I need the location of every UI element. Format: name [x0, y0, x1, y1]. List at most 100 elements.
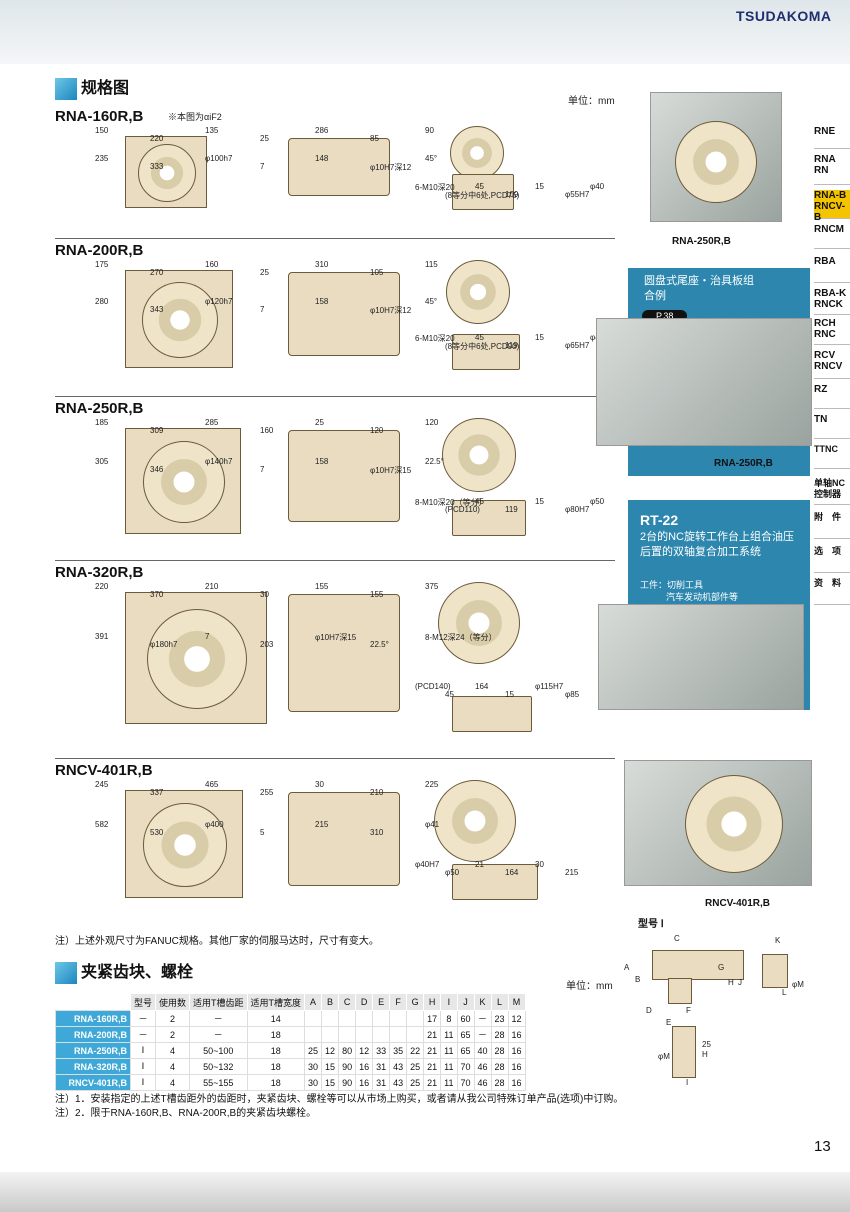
table-cell: RNA-160R,B	[55, 1010, 131, 1027]
front-view	[125, 428, 241, 534]
table-cell: 46	[473, 1074, 492, 1091]
sidebar-item[interactable]: RNCM	[814, 224, 850, 249]
dimension-label: 8-M10深20（等分）	[415, 497, 487, 507]
dimension-label: (8等分中6处,PCD90)	[445, 342, 520, 352]
table-cell: RNA-320R,B	[55, 1058, 131, 1075]
table-cell: 25	[304, 1042, 323, 1059]
section2-icon	[55, 961, 77, 984]
table-cell: 55~155	[189, 1074, 248, 1091]
dimension-label: φ10H7深15	[370, 466, 412, 476]
table-cell: Ⅰ	[129, 1074, 157, 1091]
table-cell: 50~100	[189, 1042, 248, 1059]
sidebar-item[interactable]: RNA-B RNCV-B	[814, 190, 850, 223]
dimension-label: (PCD140)	[415, 682, 451, 691]
clamp-dim-label: E	[666, 1018, 672, 1027]
table-cell: RNA-200R,B	[55, 1026, 131, 1043]
photo-rncv-401	[624, 760, 812, 886]
photo-caption-3: RNCV-401R,B	[705, 898, 771, 909]
sidebar-item[interactable]: TTNC	[814, 444, 850, 469]
sidebar-item[interactable]: 资 料	[814, 578, 850, 605]
sidebar-item[interactable]: RZ	[814, 384, 850, 409]
faceplate-detail	[450, 126, 504, 180]
sidebar-item[interactable]: TN	[814, 414, 850, 439]
sidebar-item[interactable]: RNE	[814, 126, 850, 149]
table-cell: 40	[473, 1042, 492, 1059]
dimension-label: 530	[150, 828, 164, 837]
clamp-dim-label: H	[702, 1050, 708, 1059]
table-cell: 35	[389, 1042, 408, 1059]
dimension-label: φ50	[590, 496, 605, 506]
table-header-cell: G	[406, 993, 425, 1011]
table-header-cell: H	[423, 993, 442, 1011]
table-header-cell: C	[338, 993, 357, 1011]
table-cell: 16	[355, 1074, 374, 1091]
table-cell: 15	[321, 1074, 340, 1091]
table-cell: 16	[507, 1026, 526, 1043]
table-header-cell: F	[389, 993, 408, 1011]
dimension-label: 391	[95, 632, 109, 641]
dimension-label: 175	[95, 260, 109, 269]
note2-1: 注）1．安装指定的上述T槽齿距外的齿距时，夹紧齿块、螺栓等可以从市场上购买，或者…	[55, 1094, 624, 1105]
dimension-label: 7	[260, 162, 265, 171]
sidebar-item[interactable]: RCH RNC	[814, 318, 850, 345]
dimension-label: 375	[425, 582, 439, 591]
dimension-label: 465	[205, 780, 219, 789]
table-header-cell: 适用T槽齿距	[189, 993, 248, 1011]
dimension-label: 119	[505, 504, 518, 514]
table-cell: 16	[507, 1074, 526, 1091]
side-view	[288, 792, 400, 886]
dimension-label: 7	[260, 304, 265, 314]
spindle-section	[452, 500, 526, 536]
dimension-label: φ50	[445, 868, 460, 877]
table-cell: 4	[155, 1042, 191, 1059]
dimension-label: 337	[150, 788, 164, 797]
promo2-title: RT-22	[640, 512, 679, 528]
section-title: 规格图	[55, 74, 129, 100]
dimension-label: 6-M10深20	[415, 183, 455, 192]
sidebar-item[interactable]: 选 项	[814, 546, 850, 573]
table-cell	[304, 1010, 323, 1027]
sidebar-item[interactable]: RBA	[814, 256, 850, 283]
sidebar-item[interactable]: RCV RNCV	[814, 350, 850, 379]
photo-plate	[675, 121, 757, 203]
row-divider	[55, 238, 615, 239]
front-view	[125, 270, 233, 368]
dimension-label: φ55H7	[565, 190, 590, 199]
table-cell: RNA-250R,B	[55, 1042, 131, 1059]
dimension-label: 158	[315, 296, 329, 306]
sidebar-item[interactable]: RNA RN	[814, 154, 850, 185]
sidebar-item[interactable]: 单轴NC控制器	[814, 478, 850, 505]
sidebar-item[interactable]: RBA-K RNCK	[814, 288, 850, 315]
dimension-label: 119	[505, 341, 518, 351]
dimension-label: 5	[260, 828, 265, 837]
dimension-label: 158	[315, 457, 329, 467]
table-cell	[355, 1010, 374, 1027]
dimension-label: φ41	[425, 820, 440, 829]
model-title: RNCV-401R,B	[55, 762, 153, 779]
table-cell: 18	[246, 1042, 306, 1059]
dimension-label: 255	[260, 788, 274, 797]
sidebar-item[interactable]: 附 件	[814, 512, 850, 539]
page-number: 13	[814, 1138, 831, 1155]
table-cell	[321, 1010, 340, 1027]
dimension-label: 215	[315, 820, 329, 829]
dimension-label: 164	[475, 682, 489, 691]
dimension-label: 7	[205, 632, 210, 641]
dimension-label: 225	[425, 780, 439, 789]
section2-title: 夹紧齿块、螺栓	[55, 958, 193, 984]
dimension-label: φ140h7	[205, 457, 233, 467]
promo1-title: 圆盘式尾座・治具板组合例	[644, 275, 754, 302]
table-cell: 28	[490, 1058, 509, 1075]
front-view	[125, 592, 267, 724]
dimension-label: 21	[475, 860, 484, 869]
table-cell	[372, 1026, 391, 1043]
table-cell	[372, 1010, 391, 1027]
dimension-label: 310	[370, 828, 384, 837]
dimension-label: 343	[150, 304, 164, 314]
row-divider	[55, 758, 615, 759]
dimension-label: 185	[95, 418, 109, 427]
dimension-label: 85	[370, 134, 379, 143]
